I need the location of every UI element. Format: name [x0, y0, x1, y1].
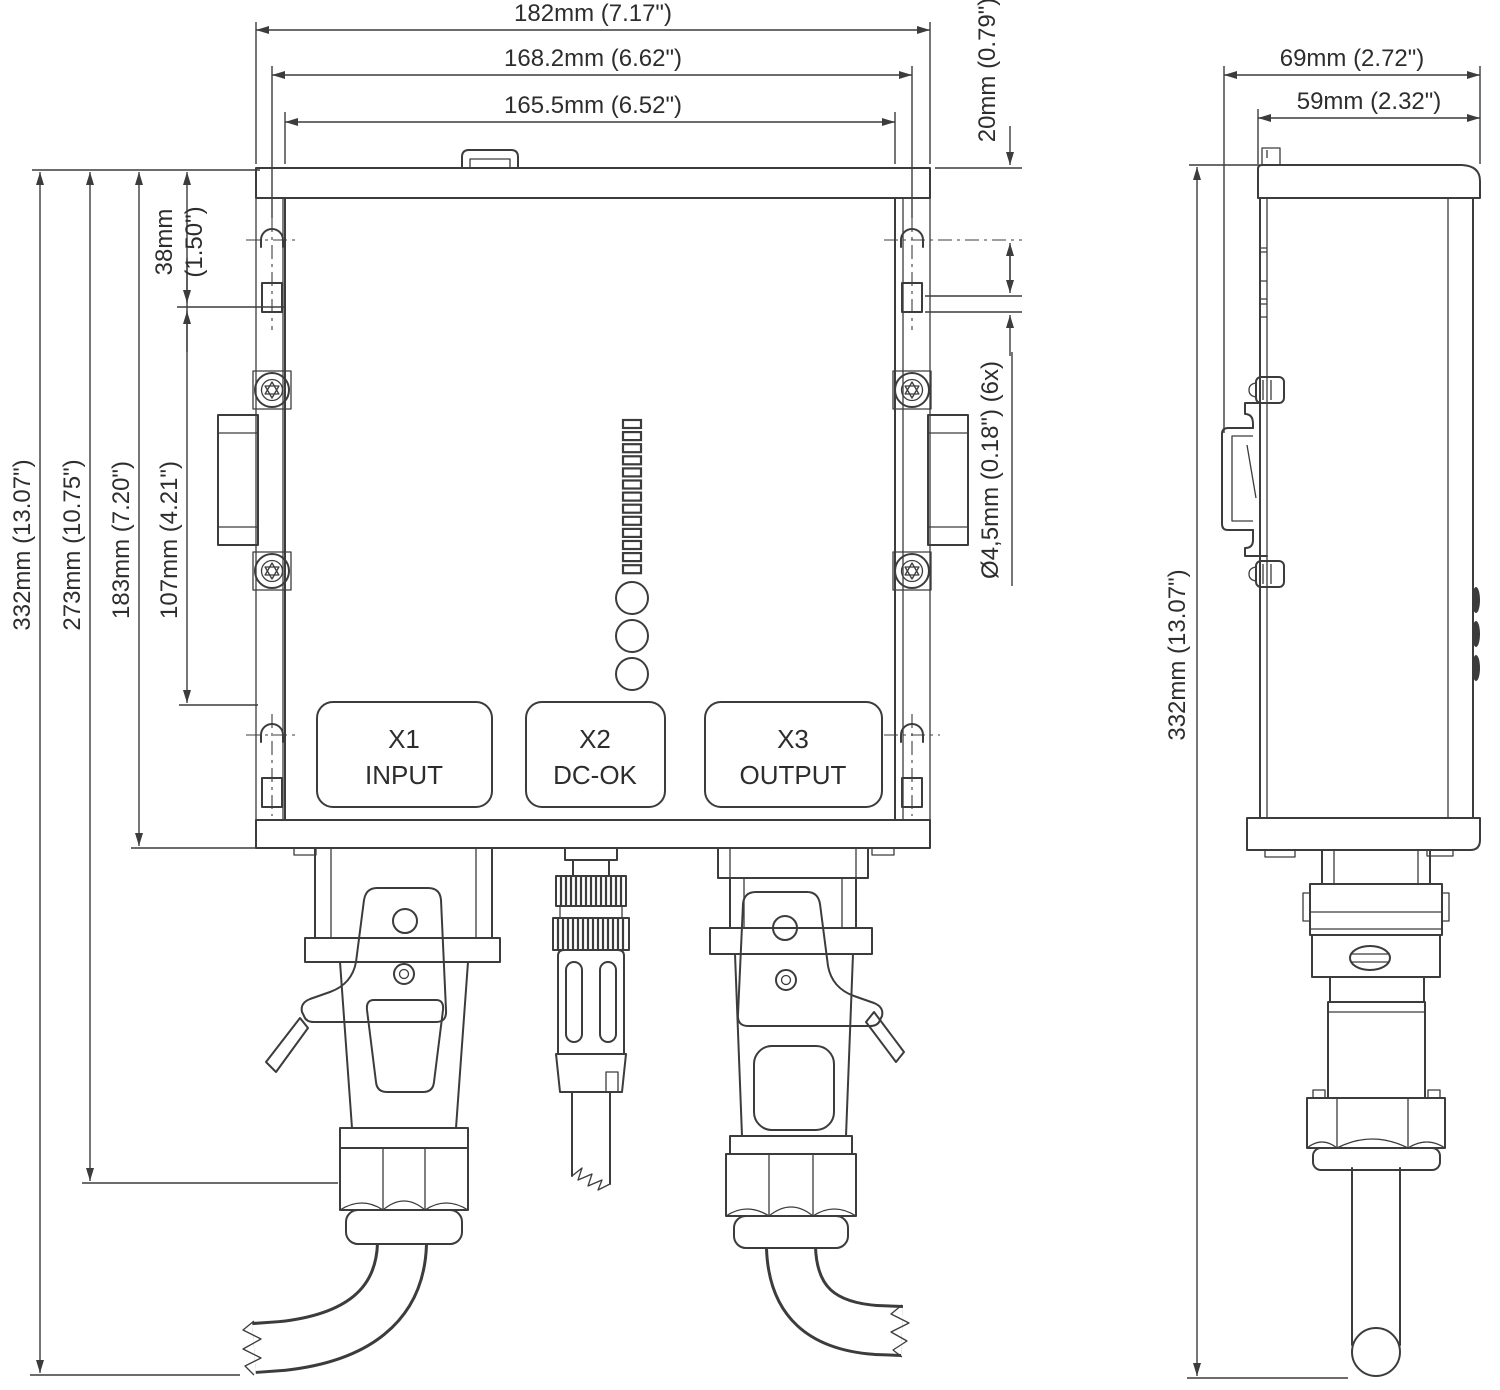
x3-output-connector — [709, 847, 910, 1358]
screw-icon — [252, 551, 292, 591]
dim-height-panel-label: 107mm (4.21") — [156, 461, 183, 619]
side-latch-frame — [1309, 883, 1443, 936]
dim-hole-dia-label: Ø4,5mm (0.18") (6x) — [977, 361, 1004, 579]
x2-label: DC-OK — [553, 760, 637, 790]
front-screws — [252, 370, 932, 591]
bottom-flange — [255, 819, 931, 849]
dim-width-body-label: 165.5mm (6.52") — [504, 92, 682, 119]
dim-height-total-label: 332mm (13.07") — [9, 459, 36, 630]
cable-tip — [1351, 1327, 1401, 1377]
dim-hole-pitch-label: 38mm — [151, 209, 178, 276]
connector-labels: X1 INPUT X2 DC-OK X3 OUTPUT — [316, 701, 883, 808]
front-view: 182mm (7.17") 168.2mm (6.62") 165.5mm (6… — [9, 0, 1022, 1376]
dim-depth-body-label: 59mm (2.32") — [1297, 88, 1442, 115]
screw-icon — [892, 551, 932, 591]
dim-top-to-hole-label: 20mm (0.79") — [974, 0, 1001, 142]
dim-width-outer-label: 182mm (7.17") — [514, 0, 672, 27]
dim-height-flange-label: 183mm (7.20") — [108, 461, 135, 619]
clamp-screw — [1349, 945, 1391, 971]
side-clamp-band — [1311, 934, 1441, 978]
screw-icon — [892, 370, 932, 410]
din-screw — [1255, 560, 1285, 588]
dim-height-cable-label: 273mm (10.75") — [59, 459, 86, 630]
x2-label-plate — [525, 701, 666, 808]
led-side-bump — [1472, 587, 1480, 613]
screw-icon — [252, 370, 292, 410]
dim-side-height-label: 332mm (13.07") — [1164, 569, 1191, 740]
x1-latch — [300, 887, 448, 1023]
side-connector — [1302, 849, 1450, 1377]
side-enclosure-outline — [1246, 147, 1481, 858]
x1-latch-lever — [265, 1017, 309, 1073]
led-lamp — [615, 619, 649, 653]
din-screw — [1255, 376, 1285, 404]
side-dimensions: 69mm (2.72") 59mm (2.32") 332mm (13.07") — [1164, 45, 1481, 1379]
led-lamp — [615, 581, 649, 615]
x2-id: X2 — [579, 724, 611, 754]
front-left-dimensions: 332mm (13.07") 273mm (10.75") 183mm (7.2… — [9, 169, 338, 1376]
x3-latch — [736, 891, 884, 1027]
din-rail-clip — [1221, 376, 1285, 588]
x1-id: X1 — [388, 724, 420, 754]
top-flange — [255, 167, 931, 199]
top-clip — [461, 149, 519, 169]
front-top-dimensions: 182mm (7.17") 168.2mm (6.62") 165.5mm (6… — [255, 0, 931, 218]
x3-label: OUTPUT — [740, 760, 847, 790]
front-right-dimensions: 20mm (0.79") Ø4,5mm (0.18") (6x) — [884, 0, 1022, 586]
x2-dcok-connector — [552, 847, 630, 1191]
x1-label: INPUT — [365, 760, 443, 790]
dim-hole-pitch-inch-label: (1.50") — [181, 206, 208, 277]
led-side-bump — [1472, 621, 1480, 647]
dim-depth-outer-label: 69mm (2.72") — [1280, 45, 1425, 72]
dim-width-holes-label: 168.2mm (6.62") — [504, 45, 682, 72]
x1-input-connector — [242, 847, 501, 1376]
mounting-keyholes — [246, 218, 940, 816]
side-blocks — [217, 414, 969, 546]
led-side-bump — [1472, 655, 1480, 681]
x3-id: X3 — [777, 724, 809, 754]
x3-label-plate — [704, 701, 883, 808]
side-top-flange — [1257, 164, 1481, 199]
x3-latch-lever — [865, 1011, 905, 1063]
din-release-tab — [1261, 147, 1281, 166]
side-view: 69mm (2.72") 59mm (2.32") 332mm (13.07") — [1164, 45, 1481, 1379]
led-indicator-strip — [615, 418, 649, 691]
x1-label-plate — [316, 701, 493, 808]
led-lamp — [615, 657, 649, 691]
side-bottom-flange — [1246, 817, 1481, 851]
side-gland-nut — [1306, 1097, 1446, 1149]
